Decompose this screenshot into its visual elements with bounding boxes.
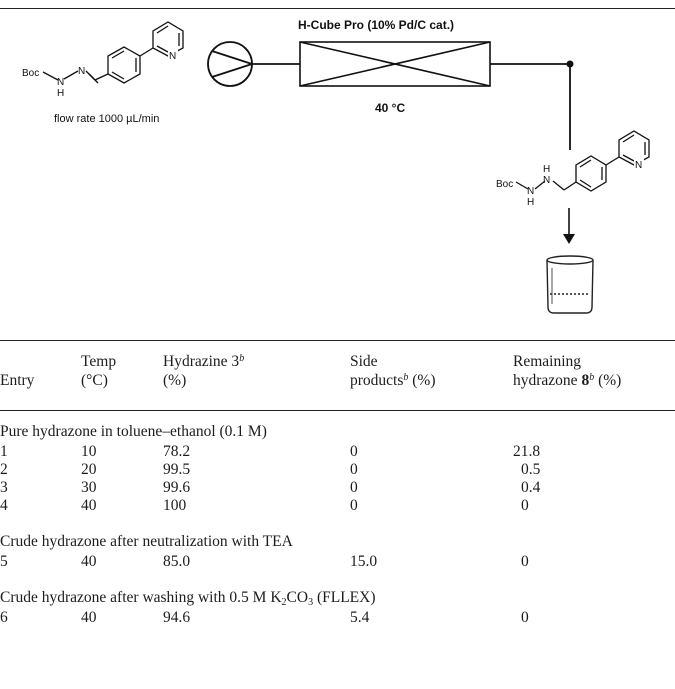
cell-temp: 20: [81, 461, 97, 478]
table-top-rule: [0, 340, 675, 341]
section3-prefix: Crude hydrazone after washing with 0.5 M…: [0, 589, 282, 606]
header-side-line3: (%): [408, 372, 436, 389]
flow-rate-label: flow rate 1000 µL/min: [54, 113, 159, 125]
header-temp-line2: (°C): [81, 372, 108, 389]
cell-temp: 40: [81, 609, 97, 626]
cell-side: 0: [350, 461, 358, 478]
cell-entry: 5: [0, 553, 8, 570]
section-crude-neutralization: Crude hydrazone after neutralization wit…: [0, 533, 293, 550]
cell-side: 15.0: [350, 553, 378, 570]
cell-remaining: 0.4: [521, 479, 541, 496]
cell-side: 0: [350, 497, 358, 514]
cell-side: 0: [350, 479, 358, 496]
cell-hydrazine: 100: [163, 497, 187, 514]
cell-hydrazine: 78.2: [163, 443, 191, 460]
header-side-line2: products: [350, 372, 404, 389]
beaker-icon: [546, 255, 594, 314]
section3-suffix: (FLLEX): [313, 589, 376, 606]
header-side-footnote: b: [403, 372, 409, 383]
product-n2-label: N: [543, 175, 550, 186]
header-remaining-footnote: b: [589, 372, 595, 383]
product-boc-label: Boc: [496, 179, 513, 190]
header-hydrazine: Hydrazine 3b (%): [163, 352, 244, 390]
cell-hydrazine: 94.6: [163, 609, 191, 626]
cell-remaining: 0: [521, 609, 529, 626]
cell-temp: 40: [81, 553, 97, 570]
cell-entry: 3: [0, 479, 8, 496]
header-hydrazine-line2: (%): [163, 372, 187, 389]
product-h2-label: H: [543, 164, 550, 175]
cell-entry: 1: [0, 443, 8, 460]
header-side-products: Side productsb (%): [350, 352, 436, 390]
cell-temp: 40: [81, 497, 97, 514]
cell-temp: 30: [81, 479, 97, 496]
cell-entry: 4: [0, 497, 8, 514]
cell-remaining: 21.8: [513, 443, 541, 460]
reactant-n1-label: N: [57, 77, 64, 88]
cell-remaining: 0.5: [521, 461, 541, 478]
reactant-boc-label: Boc: [22, 68, 39, 79]
header-remaining-line3: (%): [594, 372, 622, 389]
arrow-down-icon: [563, 208, 575, 244]
product-n1-label: N: [527, 186, 534, 197]
product-h1-label: H: [527, 197, 534, 208]
flow-scheme: Boc N H N N flow rate 1000 µL/min H-Cube…: [22, 18, 650, 314]
reactor-cartridge: [299, 41, 491, 87]
reactant-n2-label: N: [78, 66, 85, 77]
reactant-ring-n-label: N: [169, 51, 176, 62]
cell-remaining: 0: [521, 497, 529, 514]
header-side-line1: Side: [350, 353, 378, 370]
header-hydrazine-footnote: b: [239, 353, 245, 364]
reactant-structure: [42, 21, 184, 84]
reactor-title: H-Cube Pro (10% Pd/C cat.): [298, 18, 454, 32]
pump-icon: [207, 41, 253, 87]
cell-side: 5.4: [350, 609, 370, 626]
product-ring-n-label: N: [635, 160, 642, 171]
header-remaining-line1: Remaining: [513, 353, 582, 370]
section-pure-hydrazone: Pure hydrazone in toluene–ethanol (0.1 M…: [0, 423, 267, 440]
header-hydrazine-line1: Hydrazine 3: [163, 353, 240, 370]
cell-entry: 6: [0, 609, 8, 626]
header-remaining-line2: hydrazone: [513, 372, 582, 389]
cell-entry: 2: [0, 461, 8, 478]
reactant-ring-n-bg: [168, 50, 178, 61]
section3-sub1: 2: [281, 597, 287, 608]
top-rule: [0, 8, 675, 9]
section-crude-washing: Crude hydrazone after washing with 0.5 M…: [0, 589, 376, 608]
header-remaining: Remaining hydrazone 8b (%): [513, 352, 621, 390]
cell-hydrazine: 99.5: [163, 461, 191, 478]
cell-temp: 10: [81, 443, 97, 460]
product-ring-n-bg: [634, 159, 644, 170]
cell-remaining: 0: [521, 553, 529, 570]
reactor-temperature: 40 °C: [375, 101, 405, 115]
header-entry-label: Entry: [0, 372, 35, 389]
header-bottom-rule: [0, 410, 675, 411]
section3-sub2: 3: [308, 597, 314, 608]
reactant-h-label: H: [57, 88, 64, 99]
cell-side: 0: [350, 443, 358, 460]
cell-hydrazine: 99.6: [163, 479, 191, 496]
header-temp: Temp (°C): [81, 352, 116, 390]
section3-mid: CO: [286, 589, 309, 606]
header-entry: Entry: [0, 371, 34, 390]
header-remaining-compound: 8: [581, 372, 590, 389]
cell-hydrazine: 85.0: [163, 553, 191, 570]
product-structure: [515, 130, 650, 192]
header-temp-line1: Temp: [81, 353, 117, 370]
